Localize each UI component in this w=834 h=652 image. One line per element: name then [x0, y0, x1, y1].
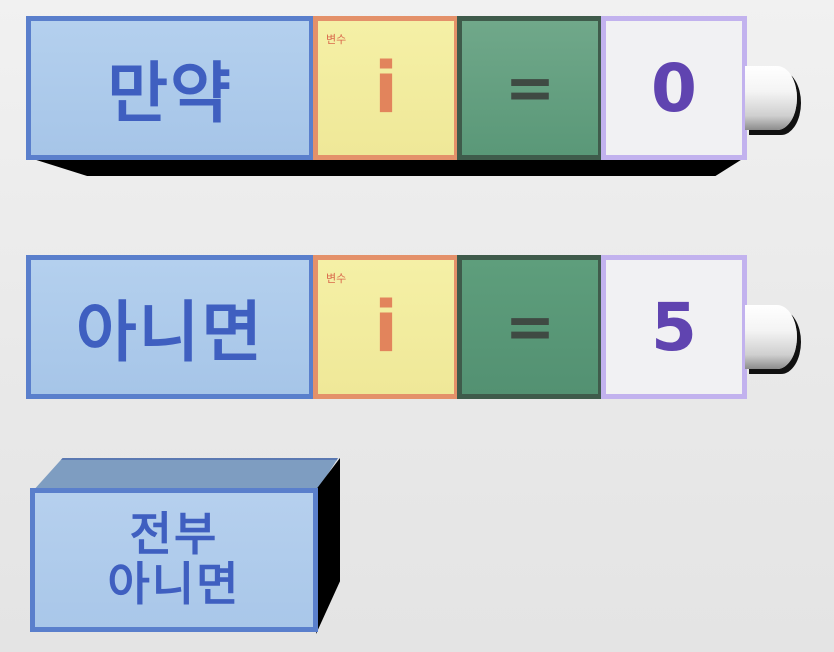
if-variable-caption: 변수 — [326, 33, 347, 46]
else-if-variable-slot[interactable]: 변수 i — [313, 255, 459, 399]
if-operator-slot[interactable]: = — [457, 16, 603, 160]
else-block[interactable]: 전부 아니면 — [30, 488, 318, 632]
if-variable-slot[interactable]: 변수 i — [313, 16, 459, 160]
if-operator-symbol: = — [504, 53, 556, 123]
else-if-connector-peg-icon[interactable] — [745, 305, 797, 369]
else-if-variable-name: i — [374, 286, 398, 368]
else-if-value-text: 5 — [651, 288, 697, 366]
if-keyword-cell[interactable]: 만약 — [26, 16, 314, 160]
else-block-top-face — [32, 458, 338, 492]
if-connector-peg-icon[interactable] — [745, 66, 797, 130]
if-value-slot[interactable]: 0 — [601, 16, 747, 160]
else-if-operator-slot[interactable]: = — [457, 255, 603, 399]
else-block-label-line2: 아니면 — [107, 557, 241, 611]
else-if-variable-caption: 변수 — [326, 272, 347, 285]
else-if-operator-symbol: = — [504, 292, 556, 362]
if-block-shadow — [30, 158, 744, 176]
else-if-keyword-label: 아니면 — [75, 294, 265, 371]
if-keyword-label: 만약 — [107, 55, 233, 132]
if-value-text: 0 — [651, 49, 697, 127]
else-if-value-slot[interactable]: 5 — [601, 255, 747, 399]
else-block-label-line1: 전부 — [129, 507, 219, 562]
if-block[interactable]: 만약 변수 i = 0 — [26, 16, 806, 176]
if-variable-name: i — [374, 47, 398, 129]
else-if-keyword-cell[interactable]: 아니면 — [26, 255, 314, 399]
else-if-block[interactable]: 아니면 변수 i = 5 — [26, 255, 806, 399]
